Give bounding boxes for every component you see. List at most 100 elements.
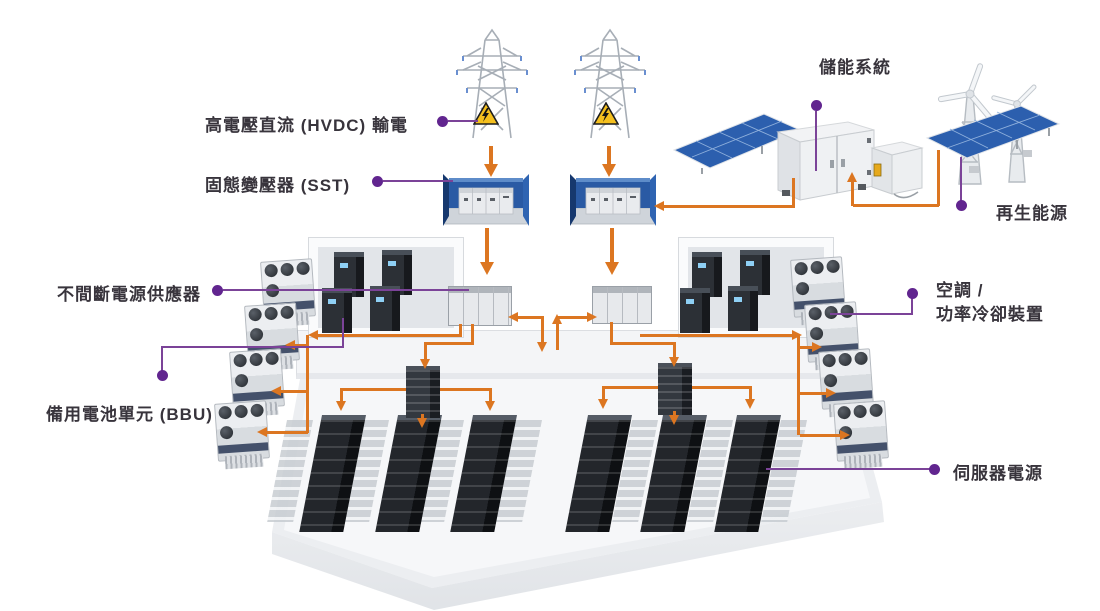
power-line bbox=[800, 392, 828, 395]
leader-line bbox=[815, 111, 817, 171]
power-line bbox=[421, 414, 424, 419]
arrow-up-icon bbox=[552, 314, 562, 324]
leader-dot bbox=[157, 370, 168, 381]
arrow-right-icon bbox=[826, 388, 836, 398]
pdu-left bbox=[406, 366, 440, 418]
fan-icon bbox=[822, 353, 837, 368]
fan-icon bbox=[823, 373, 838, 388]
ups-cabinet bbox=[322, 288, 352, 333]
fan-icon bbox=[248, 307, 263, 322]
arrow-left-icon bbox=[508, 312, 518, 322]
arrow-right-icon bbox=[812, 342, 822, 352]
leader-dot bbox=[811, 100, 822, 111]
ups-cabinet bbox=[728, 286, 758, 331]
fan-icon bbox=[250, 403, 265, 418]
power-line bbox=[424, 345, 427, 361]
arrow-down-icon bbox=[336, 401, 346, 411]
arrow-down-icon bbox=[598, 399, 608, 409]
fan-icon bbox=[280, 305, 295, 320]
power-line bbox=[749, 389, 752, 401]
grille bbox=[224, 453, 264, 470]
leader-line bbox=[766, 468, 931, 470]
arrow-down-icon bbox=[480, 262, 494, 275]
power-line bbox=[602, 389, 605, 401]
arrow-left-icon bbox=[271, 386, 281, 396]
leader-dot bbox=[212, 285, 223, 296]
label-cooling-line2: 功率冷卻裝置 bbox=[936, 305, 1044, 324]
power-line bbox=[266, 431, 308, 434]
status-screen bbox=[388, 261, 396, 266]
power-line bbox=[664, 205, 794, 208]
fan-icon bbox=[794, 261, 809, 276]
leader-line bbox=[830, 313, 913, 315]
arrow-down-icon bbox=[417, 418, 427, 428]
power-line bbox=[640, 334, 798, 337]
power-line bbox=[294, 344, 308, 347]
arrow-down-icon bbox=[602, 164, 616, 177]
power-line bbox=[489, 146, 493, 164]
sst-converter-left bbox=[443, 172, 529, 230]
leader-line bbox=[342, 318, 344, 348]
ups-cabinet bbox=[680, 288, 710, 333]
power-line bbox=[517, 316, 543, 319]
leader-line bbox=[911, 298, 913, 315]
arrow-down-icon bbox=[420, 359, 430, 369]
arrow-down-icon bbox=[745, 399, 755, 409]
power-line bbox=[610, 342, 676, 345]
power-line bbox=[797, 335, 800, 435]
label-server-power: 伺服器電源 bbox=[953, 464, 1043, 483]
power-line bbox=[673, 345, 676, 359]
fan-icon bbox=[840, 304, 855, 319]
arrow-down-icon bbox=[669, 415, 679, 425]
leader-dot bbox=[437, 116, 448, 127]
arrow-down-icon bbox=[537, 342, 547, 352]
leader-line bbox=[448, 120, 478, 122]
power-line bbox=[800, 434, 842, 437]
power-line bbox=[471, 324, 474, 344]
power-line bbox=[607, 146, 611, 164]
arrow-left-icon bbox=[285, 340, 295, 350]
power-line bbox=[340, 391, 343, 403]
arrow-down-icon bbox=[605, 262, 619, 275]
leader-line bbox=[383, 180, 453, 182]
pdu-right bbox=[658, 363, 692, 415]
high-voltage-warning-icon bbox=[473, 102, 499, 126]
power-line bbox=[424, 342, 474, 345]
fan-icon bbox=[249, 327, 264, 342]
power-line bbox=[610, 322, 613, 344]
power-line bbox=[937, 150, 940, 206]
power-line bbox=[556, 324, 559, 350]
power-line bbox=[440, 388, 492, 391]
fan-icon bbox=[218, 405, 233, 420]
fan-icon bbox=[837, 405, 852, 420]
cooling-unit bbox=[818, 348, 874, 418]
switchgear-left bbox=[448, 286, 512, 326]
fan-icon bbox=[264, 306, 279, 321]
arrow-down-icon bbox=[484, 164, 498, 177]
fan-icon bbox=[869, 403, 884, 418]
arrow-right-icon bbox=[587, 312, 597, 322]
power-line bbox=[280, 390, 308, 393]
fan-icon bbox=[233, 353, 248, 368]
arrow-left-icon bbox=[308, 330, 318, 340]
fan-icon bbox=[265, 351, 280, 366]
sst-converter-right bbox=[570, 172, 656, 230]
status-screen bbox=[376, 297, 384, 302]
arrow-right-icon bbox=[840, 430, 850, 440]
status-screen bbox=[328, 299, 336, 304]
status-screen bbox=[686, 299, 694, 304]
leader-line bbox=[161, 348, 163, 372]
label-cooling-line1: 空調 / bbox=[936, 281, 984, 300]
fan-icon bbox=[854, 351, 869, 366]
power-line bbox=[306, 335, 309, 433]
high-voltage-warning-icon bbox=[593, 102, 619, 126]
grille bbox=[843, 453, 883, 470]
power-line bbox=[318, 334, 462, 337]
power-line bbox=[485, 228, 489, 262]
power-line bbox=[541, 316, 544, 344]
fan-icon bbox=[296, 261, 311, 276]
leader-line bbox=[960, 157, 962, 202]
power-line bbox=[673, 411, 676, 416]
label-renewable: 再生能源 bbox=[996, 204, 1068, 223]
